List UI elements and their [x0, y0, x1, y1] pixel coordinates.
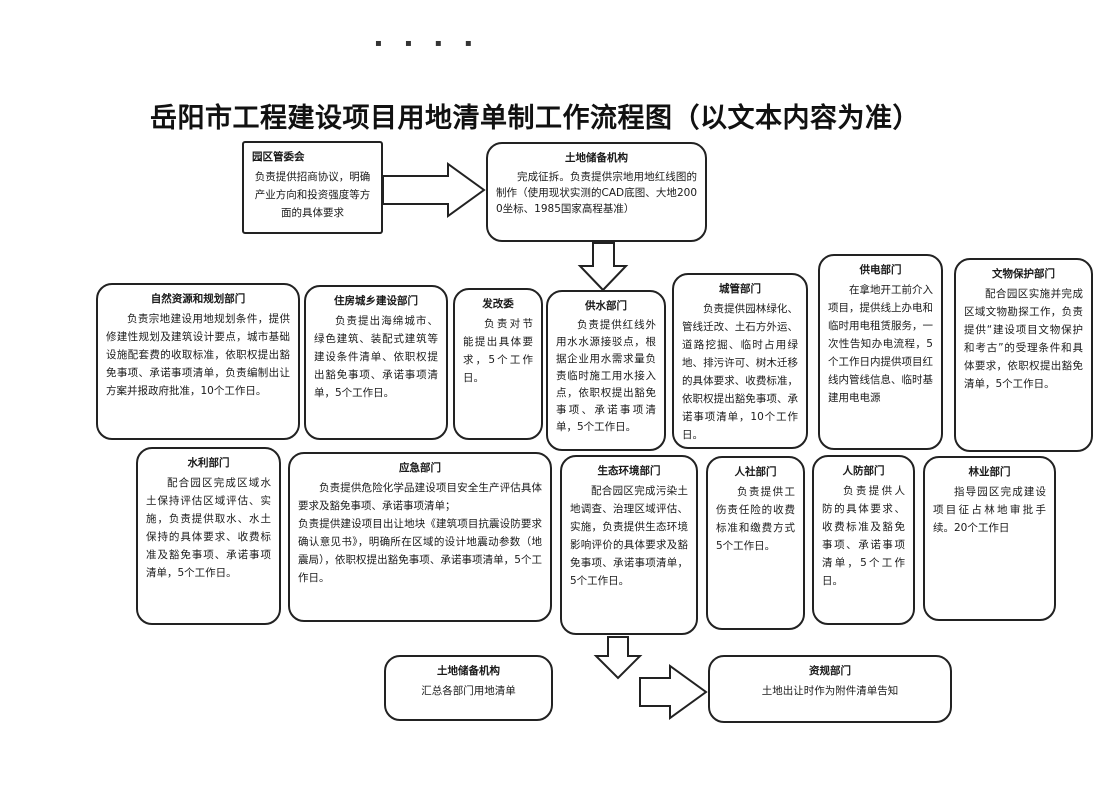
box-housing-construction-body: 负责提出海绵城市、绿色建筑、装配式建筑等建设条件清单、依职权提出豁免事项、承诺事…: [314, 315, 438, 399]
box-natural-resources: 自然资源和规划部门 负责宗地建设用地规划条件，提供修建性规划及建筑设计要点，城市…: [96, 283, 300, 440]
box-land-reserve-bottom: 土地储备机构 汇总各部门用地清单: [384, 655, 553, 721]
page-title: 岳阳市工程建设项目用地清单制工作流程图（以文本内容为准）: [150, 103, 920, 134]
arrow-right-top: [382, 162, 486, 218]
box-housing-construction-title: 住房城乡建设部门: [334, 295, 418, 307]
box-urban-management: 城管部门 负责提供园林绿化、管线迁改、土石方外运、道路挖掘、临时占用绿地、排污许…: [672, 273, 808, 449]
box-forestry-body: 指导园区完成建设项目征占林地审批手续。20个工作日: [933, 486, 1046, 534]
box-human-resources-body: 负责提供工伤责任险的收费标准和缴费方式5个工作日。: [716, 486, 795, 552]
box-water-resources-title: 水利部门: [187, 457, 230, 469]
arrow-down-middle: [577, 242, 629, 292]
box-water-supply: 供水部门 负责提供红线外用水水源接驳点，根据企业用水需求量负责临时施工用水接入点…: [546, 290, 666, 451]
box-land-reserve-bottom-body: 汇总各部门用地清单: [421, 685, 516, 697]
box-water-resources: 水利部门 配合园区完成区域水土保持评估区域评估、实施，负责提供取水、水土保持的具…: [136, 447, 281, 625]
box-emergency-management-body-2: 负责提供建设项目出让地块《建筑项目抗震设防要求确认意见书》，明确所在区域的设计地…: [298, 518, 542, 584]
box-urban-management-title: 城管部门: [719, 283, 761, 295]
box-heritage-protection-title: 文物保护部门: [992, 268, 1055, 280]
box-power-supply-title: 供电部门: [859, 264, 902, 276]
box-park-committee-title: 园区管委会: [252, 151, 305, 163]
box-development-reform: 发改委 负责对节能提出具体要求，5个工作日。: [453, 288, 543, 440]
box-land-reserve-top-title: 土地储备机构: [565, 152, 628, 164]
box-natural-resources-title: 自然资源和规划部门: [150, 293, 246, 305]
box-land-reserve-bottom-title: 土地储备机构: [437, 665, 500, 677]
box-civil-defense: 人防部门 负责提供人防的具体要求、收费标准及豁免事项、承诺事项清单，5个工作日。: [812, 455, 915, 625]
box-land-reserve-top-body: 完成征拆。负责提供宗地用地红线图的制作（使用现状实测的CAD底图、大地2000坐…: [496, 171, 697, 215]
box-land-reserve-top: 土地储备机构 完成征拆。负责提供宗地用地红线图的制作（使用现状实测的CAD底图、…: [486, 142, 707, 242]
box-water-supply-body: 负责提供红线外用水水源接驳点，根据企业用水需求量负责临时施工用水接入点，依职权提…: [556, 319, 656, 433]
box-forestry: 林业部门 指导园区完成建设项目征占林地审批手续。20个工作日: [923, 456, 1056, 621]
box-emergency-management-title: 应急部门: [399, 462, 441, 474]
box-natural-resources-planning-body: 土地出让时作为附件清单告知: [761, 685, 899, 697]
arrow-right-bottom: [639, 664, 708, 720]
box-emergency-management-body-1: 负责提供危险化学品建设项目安全生产评估具体要求及豁免事项、承诺事项清单；: [298, 482, 542, 512]
box-urban-management-body: 负责提供园林绿化、管线迁改、土石方外运、道路挖掘、临时占用绿地、排污许可、树木迁…: [682, 303, 798, 441]
box-natural-resources-planning: 资规部门 土地出让时作为附件清单告知: [708, 655, 952, 723]
box-emergency-management: 应急部门 负责提供危险化学品建设项目安全生产评估具体要求及豁免事项、承诺事项清单…: [288, 452, 552, 622]
box-heritage-protection-body: 配合园区实施并完成区域文物勘探工作，负责提供“建设项目文物保护和考古”的受理条件…: [964, 288, 1083, 390]
box-natural-resources-planning-title: 资规部门: [809, 665, 851, 677]
box-park-committee: 园区管委会 负责提供招商协议，明确产业方向和投资强度等方面的具体要求: [242, 141, 383, 234]
box-development-reform-title: 发改委: [482, 298, 514, 310]
box-natural-resources-body: 负责宗地建设用地规划条件，提供修建性规划及建筑设计要点，城市基础设施配套费的收取…: [106, 313, 290, 397]
arrow-down-bottom: [593, 636, 643, 680]
scan-specks: ▪ ▪ ▪ ▪: [375, 38, 482, 49]
box-human-resources-title: 人社部门: [734, 466, 777, 478]
box-power-supply-body: 在拿地开工前介入项目，提供线上办电和临时用电租赁服务，一次性告知办电流程，5个工…: [828, 284, 933, 404]
box-park-committee-body: 负责提供招商协议，明确产业方向和投资强度等方面的具体要求: [254, 171, 371, 219]
box-water-supply-title: 供水部门: [585, 300, 627, 312]
box-civil-defense-title: 人防部门: [842, 465, 885, 477]
box-forestry-title: 林业部门: [968, 466, 1011, 478]
box-civil-defense-body: 负责提供人防的具体要求、收费标准及豁免事项、承诺事项清单，5个工作日。: [822, 485, 905, 587]
box-human-resources: 人社部门 负责提供工伤责任险的收费标准和缴费方式5个工作日。: [706, 456, 805, 630]
box-housing-construction: 住房城乡建设部门 负责提出海绵城市、绿色建筑、装配式建筑等建设条件清单、依职权提…: [304, 285, 448, 440]
box-development-reform-body: 负责对节能提出具体要求，5个工作日。: [463, 318, 533, 384]
box-ecology-environment: 生态环境部门 配合园区完成污染土地调查、治理区域评估、实施，负责提供生态环境影响…: [560, 455, 698, 635]
box-water-resources-body: 配合园区完成区域水土保持评估区域评估、实施，负责提供取水、水土保持的具体要求、收…: [146, 477, 271, 579]
box-power-supply: 供电部门 在拿地开工前介入项目，提供线上办电和临时用电租赁服务，一次性告知办电流…: [818, 254, 943, 450]
box-ecology-environment-title: 生态环境部门: [597, 465, 661, 477]
box-heritage-protection: 文物保护部门 配合园区实施并完成区域文物勘探工作，负责提供“建设项目文物保护和考…: [954, 258, 1093, 452]
box-ecology-environment-body: 配合园区完成污染土地调查、治理区域评估、实施，负责提供生态环境影响评价的具体要求…: [570, 485, 688, 587]
